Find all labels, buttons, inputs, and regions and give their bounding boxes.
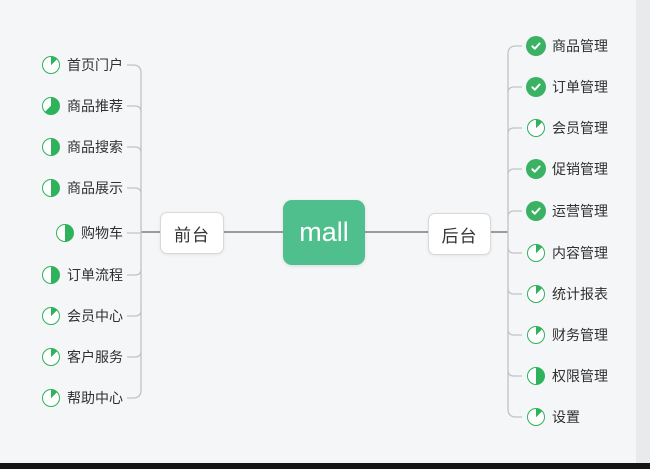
- progress-pie-icon: [41, 178, 61, 198]
- topic-label: 购物车: [81, 225, 123, 241]
- topic-item: 商品管理: [526, 35, 608, 57]
- check-done-icon: [526, 201, 546, 221]
- branch-node-label: 后台: [441, 226, 478, 246]
- topic-label: 会员中心: [67, 308, 123, 324]
- progress-pie-icon: [41, 137, 61, 157]
- topic-item: 商品推荐: [41, 95, 123, 117]
- branch-bracket-lines: [127, 45, 522, 418]
- topic-item: 促销管理: [526, 158, 608, 180]
- topic-item: 商品展示: [41, 177, 123, 199]
- progress-pie-icon: [527, 244, 545, 262]
- progress-pie-icon: [41, 306, 61, 326]
- check-done-icon: [526, 77, 546, 97]
- progress-pie-icon: [41, 55, 61, 75]
- root-node-label: mall: [299, 217, 349, 247]
- progress-pie-icon: [526, 366, 546, 386]
- topic-item: 财务管理: [526, 324, 608, 346]
- progress-pie-icon: [42, 389, 60, 407]
- topic-label: 财务管理: [552, 327, 608, 343]
- topic-item: 购物车: [55, 222, 123, 244]
- topic-label: 订单管理: [552, 79, 608, 95]
- progress-pie-icon: [41, 265, 61, 285]
- check-done-icon: [526, 77, 546, 97]
- progress-pie-icon: [41, 347, 61, 367]
- progress-pie-icon: [41, 96, 61, 116]
- topic-label: 商品搜索: [67, 139, 123, 155]
- topic-label: 商品展示: [67, 180, 123, 196]
- progress-pie-icon: [42, 266, 60, 284]
- progress-pie-icon: [42, 348, 60, 366]
- topic-label: 订单流程: [67, 267, 123, 283]
- topic-item: 运营管理: [526, 200, 608, 222]
- progress-pie-icon: [527, 119, 545, 137]
- progress-pie-icon: [42, 307, 60, 325]
- topic-label: 统计报表: [552, 286, 608, 302]
- progress-pie-icon: [42, 179, 60, 197]
- topic-item: 权限管理: [526, 365, 608, 387]
- check-done-icon: [526, 201, 546, 221]
- topic-label: 商品管理: [552, 38, 608, 54]
- progress-pie-icon: [41, 388, 61, 408]
- progress-pie-icon: [56, 224, 74, 242]
- progress-pie-icon: [527, 285, 545, 303]
- progress-pie-icon: [527, 408, 545, 426]
- topic-label: 促销管理: [552, 161, 608, 177]
- topic-label: 商品推荐: [67, 98, 123, 114]
- check-done-icon: [526, 36, 546, 56]
- topic-item: 设置: [526, 406, 580, 428]
- progress-pie-icon: [526, 325, 546, 345]
- topic-item: 订单管理: [526, 76, 608, 98]
- progress-pie-icon: [526, 284, 546, 304]
- topic-item: 会员中心: [41, 305, 123, 327]
- topic-item: 客户服务: [41, 346, 123, 368]
- root-node-mall: mall: [283, 200, 365, 265]
- page-right-band: [636, 0, 650, 469]
- topic-item: 内容管理: [526, 242, 608, 264]
- topic-item: 商品搜索: [41, 136, 123, 158]
- topic-label: 首页门户: [67, 57, 123, 73]
- progress-pie-icon: [42, 97, 60, 115]
- topic-item: 订单流程: [41, 264, 123, 286]
- progress-pie-icon: [527, 367, 545, 385]
- page-bottom-edge: [0, 463, 650, 469]
- progress-pie-icon: [42, 56, 60, 74]
- progress-pie-icon: [526, 243, 546, 263]
- topic-item: 统计报表: [526, 283, 608, 305]
- topic-label: 运营管理: [552, 203, 608, 219]
- branch-node-backend: 后台: [428, 213, 491, 255]
- topic-item: 首页门户: [41, 54, 123, 76]
- progress-pie-icon: [526, 118, 546, 138]
- topic-item: 帮助中心: [41, 387, 123, 409]
- topic-label: 内容管理: [552, 245, 608, 261]
- progress-pie-icon: [527, 326, 545, 344]
- progress-pie-icon: [42, 138, 60, 156]
- branch-node-frontend: 前台: [160, 212, 224, 254]
- topic-label: 设置: [552, 409, 580, 425]
- topic-label: 客户服务: [67, 349, 123, 365]
- check-done-icon: [526, 36, 546, 56]
- topic-label: 权限管理: [552, 368, 608, 384]
- check-done-icon: [526, 159, 546, 179]
- topic-label: 会员管理: [552, 120, 608, 136]
- topic-label: 帮助中心: [67, 390, 123, 406]
- check-done-icon: [526, 159, 546, 179]
- progress-pie-icon: [55, 223, 75, 243]
- topic-item: 会员管理: [526, 117, 608, 139]
- branch-node-label: 前台: [174, 225, 210, 245]
- progress-pie-icon: [526, 407, 546, 427]
